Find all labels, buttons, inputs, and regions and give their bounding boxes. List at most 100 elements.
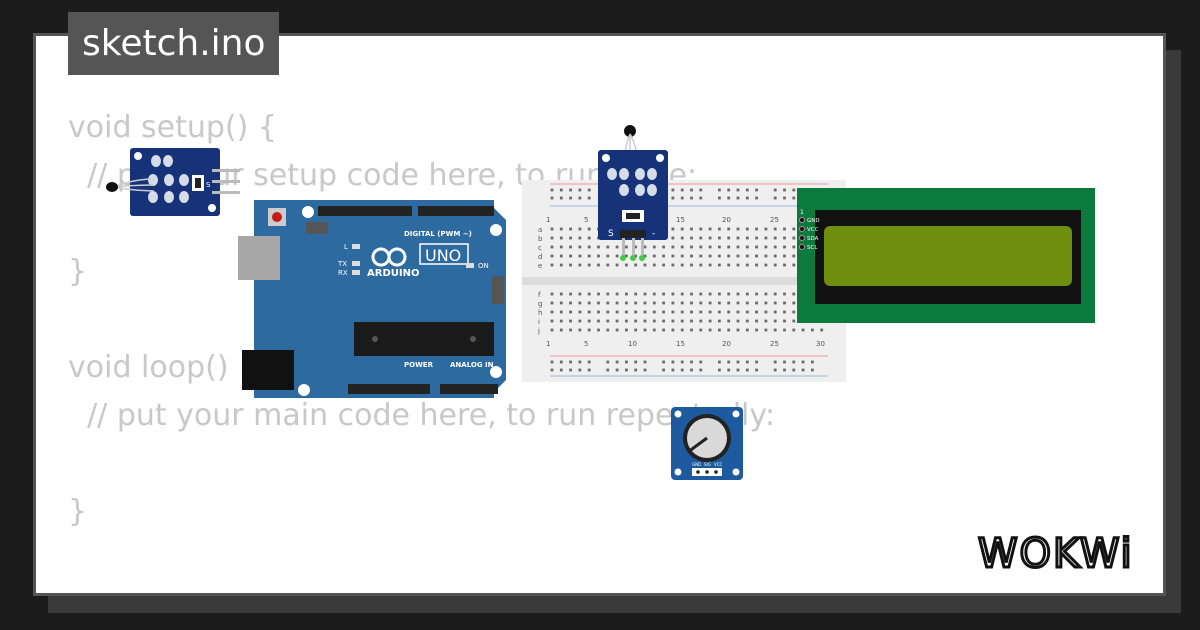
breadboard-hole[interactable]: [736, 360, 740, 364]
breadboard-hole[interactable]: [727, 245, 731, 249]
breadboard-hole[interactable]: [699, 227, 703, 231]
breadboard-hole[interactable]: [615, 254, 619, 258]
breadboard-hole[interactable]: [792, 310, 796, 314]
breadboard-hole[interactable]: [559, 245, 563, 249]
breadboard-hole[interactable]: [755, 236, 758, 240]
breadboard-hole[interactable]: [783, 368, 786, 372]
breadboard-hole[interactable]: [587, 292, 591, 296]
breadboard-hole[interactable]: [690, 196, 693, 200]
breadboard-hole[interactable]: [625, 360, 628, 364]
breadboard-hole[interactable]: [699, 328, 703, 332]
breadboard-hole[interactable]: [671, 254, 675, 258]
breadboard-hole[interactable]: [792, 245, 796, 249]
breadboard-hole[interactable]: [745, 368, 749, 372]
breadboard-hole[interactable]: [699, 196, 703, 200]
potentiometer[interactable]: GND SIG VCC: [670, 406, 744, 482]
breadboard-hole[interactable]: [550, 328, 554, 332]
breadboard-hole[interactable]: [550, 263, 554, 267]
breadboard-hole[interactable]: [550, 368, 554, 372]
breadboard-hole[interactable]: [671, 227, 675, 231]
breadboard-hole[interactable]: [569, 227, 572, 231]
breadboard-hole[interactable]: [578, 301, 582, 305]
breadboard-hole[interactable]: [792, 360, 796, 364]
breadboard-hole[interactable]: [652, 328, 656, 332]
breadboard-hole[interactable]: [578, 292, 582, 296]
breadboard-hole[interactable]: [718, 292, 721, 296]
breadboard-hole[interactable]: [643, 254, 647, 258]
breadboard-hole[interactable]: [690, 236, 693, 240]
breadboard-hole[interactable]: [671, 196, 675, 200]
breadboard-hole[interactable]: [736, 319, 740, 323]
breadboard-hole[interactable]: [745, 254, 749, 258]
breadboard-hole[interactable]: [597, 301, 600, 305]
breadboard-hole[interactable]: [727, 196, 731, 200]
breadboard-hole[interactable]: [559, 368, 563, 372]
breadboard-hole[interactable]: [550, 292, 554, 296]
breadboard-hole[interactable]: [764, 328, 768, 332]
breadboard-hole[interactable]: [652, 254, 656, 258]
breadboard-hole[interactable]: [615, 360, 619, 364]
breadboard-hole[interactable]: [680, 245, 684, 249]
breadboard-hole[interactable]: [578, 310, 582, 314]
breadboard-hole[interactable]: [755, 319, 758, 323]
temp-sensor-module-left[interactable]: S: [104, 147, 246, 219]
breadboard-hole[interactable]: [634, 368, 638, 372]
breadboard-hole[interactable]: [783, 196, 786, 200]
breadboard-hole[interactable]: [662, 360, 665, 364]
breadboard-hole[interactable]: [718, 360, 721, 364]
breadboard-hole[interactable]: [690, 368, 693, 372]
breadboard-hole[interactable]: [606, 319, 610, 323]
breadboard-hole[interactable]: [699, 188, 703, 192]
breadboard-hole[interactable]: [718, 319, 721, 323]
breadboard-hole[interactable]: [671, 292, 675, 296]
breadboard-hole[interactable]: [662, 263, 665, 267]
breadboard-hole[interactable]: [578, 319, 582, 323]
breadboard-hole[interactable]: [755, 245, 758, 249]
breadboard-hole[interactable]: [680, 368, 684, 372]
breadboard-hole[interactable]: [755, 301, 758, 305]
breadboard-hole[interactable]: [792, 319, 796, 323]
breadboard-hole[interactable]: [625, 245, 628, 249]
breadboard-hole[interactable]: [680, 319, 684, 323]
breadboard-hole[interactable]: [755, 263, 758, 267]
breadboard-hole[interactable]: [587, 360, 591, 364]
breadboard-hole[interactable]: [727, 292, 731, 296]
breadboard-hole[interactable]: [736, 292, 740, 296]
breadboard-hole[interactable]: [643, 292, 647, 296]
breadboard-hole[interactable]: [699, 254, 703, 258]
breadboard-hole[interactable]: [736, 310, 740, 314]
breadboard-hole[interactable]: [606, 310, 610, 314]
breadboard-hole[interactable]: [550, 196, 554, 200]
breadboard-hole[interactable]: [736, 245, 740, 249]
breadboard-hole[interactable]: [745, 310, 749, 314]
breadboard-hole[interactable]: [615, 368, 619, 372]
breadboard-hole[interactable]: [671, 328, 675, 332]
breadboard-hole[interactable]: [606, 328, 610, 332]
breadboard-hole[interactable]: [718, 196, 721, 200]
breadboard-hole[interactable]: [662, 310, 665, 314]
breadboard-hole[interactable]: [699, 319, 703, 323]
breadboard-hole[interactable]: [680, 196, 684, 200]
breadboard-hole[interactable]: [745, 319, 749, 323]
breadboard-hole[interactable]: [615, 319, 619, 323]
breadboard-hole[interactable]: [550, 360, 554, 364]
breadboard-hole[interactable]: [792, 368, 796, 372]
breadboard-hole[interactable]: [606, 360, 610, 364]
breadboard-hole[interactable]: [569, 360, 572, 364]
breadboard-hole[interactable]: [652, 319, 656, 323]
breadboard-hole[interactable]: [811, 368, 814, 372]
breadboard-hole[interactable]: [718, 263, 721, 267]
breadboard-hole[interactable]: [745, 236, 749, 240]
arduino-uno-board[interactable]: ARDUINO UNO DIGITAL (PWM ~) POWER ANALOG…: [236, 200, 508, 400]
breadboard-hole[interactable]: [578, 368, 582, 372]
breadboard-hole[interactable]: [671, 245, 675, 249]
breadboard-hole[interactable]: [671, 368, 675, 372]
breadboard-hole[interactable]: [634, 310, 638, 314]
breadboard-hole[interactable]: [745, 263, 749, 267]
breadboard-hole[interactable]: [727, 254, 731, 258]
breadboard-hole[interactable]: [569, 319, 572, 323]
breadboard-hole[interactable]: [755, 227, 758, 231]
breadboard-hole[interactable]: [587, 310, 591, 314]
breadboard-hole[interactable]: [718, 310, 721, 314]
breadboard-hole[interactable]: [783, 319, 786, 323]
